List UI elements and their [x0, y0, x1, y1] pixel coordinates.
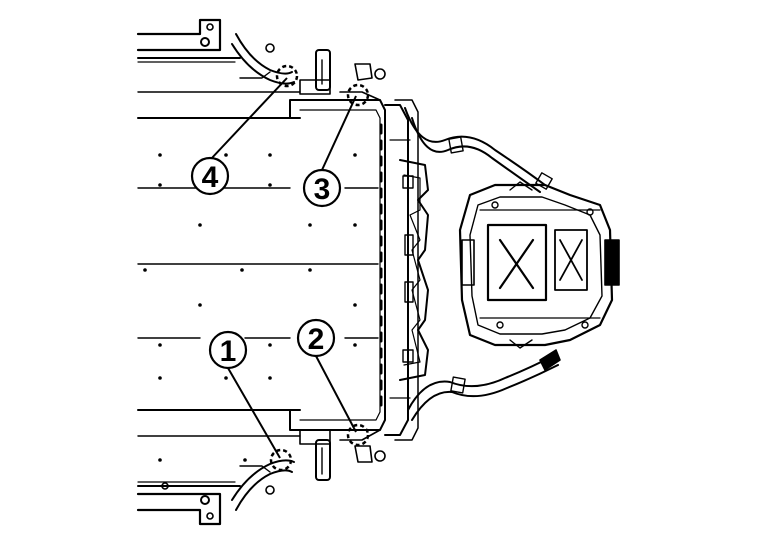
callout-4-label: 4	[202, 161, 219, 194]
clamp-3-highlight	[346, 83, 370, 107]
drive-unit	[458, 181, 620, 349]
callout-2-label: 2	[308, 323, 325, 356]
coolant-hoses	[404, 107, 561, 421]
callout-1-label: 1	[220, 335, 237, 368]
callout-4: 4	[190, 77, 288, 196]
lower-sensor-assembly	[231, 429, 386, 511]
callout-1: 1	[208, 330, 281, 459]
clamp-highlights	[269, 64, 370, 472]
clamp-2-highlight	[346, 423, 370, 447]
clamp-1-highlight	[269, 448, 293, 472]
coolant-manifold	[379, 99, 429, 441]
clamp-4-highlight	[275, 64, 299, 88]
callout-3: 3	[302, 95, 357, 208]
rivet-dots	[143, 153, 357, 462]
upper-sensor-assembly	[231, 33, 386, 101]
callout-3-label: 3	[314, 173, 331, 206]
callout-2: 2	[296, 318, 357, 433]
